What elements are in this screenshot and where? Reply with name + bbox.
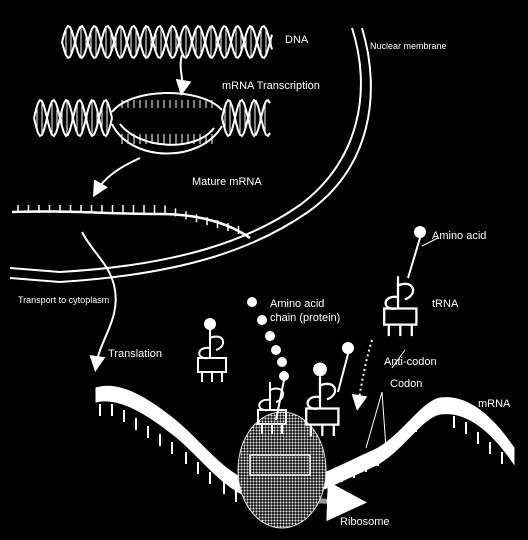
trna-free-left (197, 318, 227, 382)
ribosome (237, 411, 327, 529)
trna-amino-acid-ball (313, 362, 327, 377)
dna-helix (61, 24, 273, 60)
pointer-lines (365, 237, 439, 449)
trna-loop-top (209, 335, 225, 351)
trna-label: tRNA (432, 298, 459, 310)
right-helix-strand-2 (221, 98, 271, 138)
dna-label: DNA (285, 34, 309, 46)
amino-acid-stem (407, 237, 421, 279)
translation-label: Translation (108, 348, 163, 360)
amino-acid-bead (277, 357, 287, 367)
amino-acid-stem-2 (337, 353, 349, 393)
trna-group (197, 226, 426, 437)
trna-loop-left (384, 295, 399, 310)
trna-loop-left (258, 398, 271, 412)
dna-strand-2 (61, 24, 273, 60)
bubble-top (111, 92, 223, 113)
trna-loop-top (397, 282, 415, 301)
right-helix-strand-1 (221, 98, 271, 138)
trna-body (383, 307, 418, 326)
codon-label: Codon (390, 378, 423, 390)
nuclear-membrane-label: Nuclear membrane (370, 41, 447, 51)
transcription-helix (33, 92, 271, 155)
amino-acid-bead (279, 371, 289, 381)
chain-stem (275, 379, 285, 421)
amino-acid-chain-label-2: chain (protein) (270, 312, 341, 324)
trna-loop-top (319, 382, 337, 401)
process-arrows (81, 54, 373, 522)
amino-acid-bead (265, 331, 275, 341)
mrna-ribbon (95, 385, 515, 502)
mrna-ribbon-body (95, 385, 515, 502)
amino-acid-chain-label-1: Amino acid (270, 298, 325, 310)
amino-acid-chain (247, 297, 289, 421)
amino-acid-label: Amino acid (432, 230, 487, 242)
amino-acid-bead (257, 315, 267, 325)
left-helix-strand-2 (33, 98, 113, 138)
trna-body (197, 357, 227, 373)
mature-mrna-backbone (11, 210, 251, 240)
amino-acid-ball-2 (342, 342, 354, 354)
amino-acid-ball (414, 226, 426, 238)
amino-acid-bead (271, 345, 281, 355)
mature-mrna-strand (11, 205, 251, 240)
trna-incoming (383, 276, 418, 337)
trna-bound-1 (257, 382, 287, 434)
nuclear-membrane (9, 27, 372, 283)
trna-bound-2 (305, 362, 340, 437)
dna-strand-1 (61, 24, 273, 60)
trna-loop-top (269, 387, 285, 403)
ribosome-label: Ribosome (340, 516, 390, 528)
bubble-rna (119, 123, 215, 146)
mature-mrna-label: Mature mRNA (192, 176, 262, 188)
mrna-label: mRNA (478, 398, 511, 410)
trna-amino-acid-ball (204, 318, 216, 330)
trna-body (305, 407, 340, 426)
trna-body (257, 409, 287, 425)
anti-codon-label: Anti-codon (384, 356, 437, 368)
amino-acid-bead (247, 297, 257, 307)
mrna-transcription-label: mRNA Transcription (222, 80, 320, 92)
transport-label: Transport to cytoplasm (18, 295, 110, 305)
trna-loop-left (198, 346, 211, 360)
trna-loop-left (306, 395, 321, 410)
